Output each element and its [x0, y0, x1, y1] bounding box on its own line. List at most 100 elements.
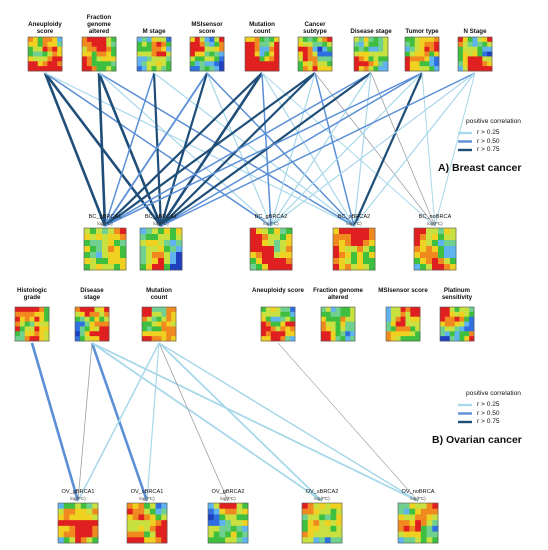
heatmap-cell	[213, 503, 220, 510]
heatmap-cell	[99, 311, 105, 318]
heatmap-cell	[363, 41, 369, 48]
heatmap-cell	[400, 326, 406, 332]
heatmap-cell	[330, 316, 336, 322]
heatmap-cell	[274, 264, 281, 271]
heatmap-cell	[450, 228, 457, 235]
heatmap-cell	[449, 336, 455, 342]
heatmap-cell	[434, 46, 440, 52]
heatmap-cell	[75, 514, 82, 521]
heatmap-cell	[354, 37, 360, 43]
heatmap-cell	[149, 531, 156, 538]
heatmap-cell	[140, 264, 147, 271]
heatmap-cell	[190, 56, 196, 62]
heatmap-cell	[249, 41, 256, 48]
heatmap-cell	[444, 240, 451, 247]
heatmap-cell	[256, 246, 263, 253]
heatmap-cell	[92, 520, 99, 527]
heatmap-cell	[166, 316, 172, 322]
heatmap-cell	[414, 234, 421, 241]
heatmap-cell	[44, 331, 50, 337]
target-unit: log(FC)	[410, 496, 426, 501]
heatmap-cell	[405, 321, 411, 327]
heatmap-frame	[249, 227, 293, 271]
heatmap-cell	[92, 525, 99, 532]
heatmap-cell	[29, 311, 35, 318]
heatmap-cell	[84, 246, 91, 253]
heatmap-cell	[322, 66, 328, 72]
heatmap-cell	[415, 537, 422, 544]
heatmap-cell	[274, 61, 280, 67]
heatmap-cell	[459, 336, 465, 342]
heatmap-cell	[58, 525, 65, 532]
heatmap-cell	[414, 264, 421, 271]
heatmap-cell	[245, 66, 251, 72]
heatmap-cell	[345, 246, 352, 253]
heatmap-cell	[280, 228, 287, 235]
heatmap-cell	[261, 316, 267, 322]
heatmap-cell	[467, 56, 473, 62]
target-heatmap	[139, 227, 183, 271]
heatmap-cell	[262, 258, 269, 265]
heatmap-cell	[37, 66, 43, 72]
heatmap-cell	[339, 258, 346, 265]
target-unit: log(FC)	[263, 221, 279, 226]
heatmap-cell	[285, 336, 291, 342]
heatmap-cell	[280, 307, 286, 313]
heatmap-cell	[86, 61, 93, 67]
heatmap-cell	[99, 321, 105, 327]
heatmap-cell	[302, 56, 309, 62]
heatmap-cell	[339, 264, 346, 271]
heatmap-cell	[204, 51, 210, 57]
heatmap-cell	[469, 307, 475, 313]
heatmap-cell	[400, 331, 406, 337]
heatmap-cell	[363, 264, 370, 271]
heatmap-cell	[429, 61, 435, 67]
heatmap-cell	[285, 316, 291, 322]
heatmap-cell	[440, 321, 446, 327]
heatmap-cell	[405, 41, 411, 48]
heatmap-cell	[432, 258, 439, 265]
heatmap-cell	[161, 326, 167, 332]
heatmap-cell	[80, 537, 87, 544]
heatmap-cell	[96, 51, 102, 57]
correlation-edge	[152, 72, 163, 227]
heatmap-cell	[444, 246, 451, 253]
heatmap-cell	[190, 41, 196, 48]
heatmap-cell	[86, 514, 93, 521]
heatmap-cell	[426, 252, 433, 259]
heatmap-cell	[262, 252, 269, 259]
heatmap-cell	[345, 264, 352, 271]
feature-heatmap	[81, 36, 117, 72]
heatmap-cell	[415, 316, 421, 322]
heatmap-cell	[47, 51, 53, 57]
heatmap-cell	[96, 37, 102, 43]
heatmap-cell	[335, 307, 341, 313]
heatmap-cell	[324, 514, 331, 521]
heatmap-cell	[444, 252, 451, 259]
heatmap-frame	[139, 227, 183, 271]
heatmap-cell	[213, 525, 220, 532]
heatmap-cell	[99, 326, 105, 332]
heatmap-cell	[274, 234, 281, 241]
heatmap-cell	[324, 503, 331, 510]
heatmap-cell	[336, 525, 343, 532]
heatmap-cell	[63, 514, 70, 521]
heatmap-cell	[487, 51, 493, 57]
heatmap-cell	[230, 520, 237, 527]
correlation-edge	[158, 342, 323, 502]
heatmap-cell	[268, 264, 275, 271]
heatmap-cell	[410, 321, 416, 327]
heatmap-cell	[108, 264, 115, 271]
heatmap-cell	[395, 316, 401, 322]
heatmap-cell	[104, 311, 110, 318]
heatmap-cell	[164, 264, 171, 271]
heatmap-cell	[156, 41, 162, 48]
heatmap-cell	[386, 316, 392, 322]
heatmap-cell	[75, 508, 82, 515]
heatmap-cell	[319, 508, 326, 515]
heatmap-cell	[285, 331, 291, 337]
heatmap-cell	[194, 37, 201, 43]
heatmap-cell	[142, 326, 148, 332]
heatmap-cell	[47, 41, 53, 48]
heatmap-cell	[37, 41, 43, 48]
